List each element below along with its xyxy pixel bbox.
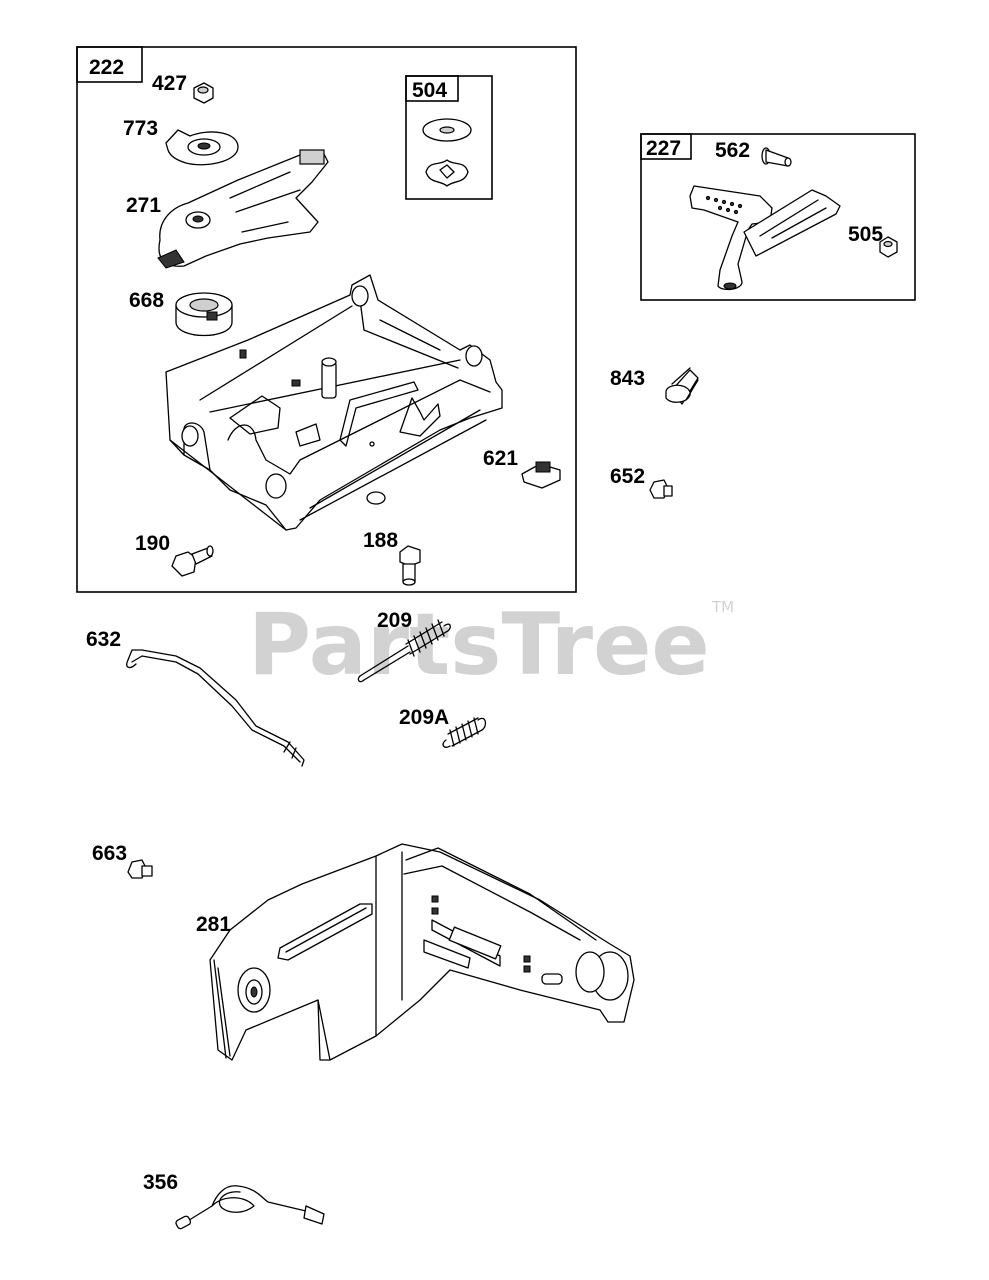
screw-icon[interactable] <box>649 479 673 499</box>
part-label-356[interactable]: 356 <box>143 1171 178 1194</box>
part-label-663[interactable]: 663 <box>92 842 127 865</box>
group-222-tag <box>76 46 143 83</box>
part-label-668[interactable]: 668 <box>129 289 164 312</box>
throttle-lever-icon[interactable] <box>689 185 841 291</box>
group-227-tag <box>640 133 692 160</box>
screw-icon[interactable] <box>127 859 153 879</box>
part-label-621[interactable]: 621 <box>483 447 518 470</box>
screw-icon[interactable] <box>171 545 214 577</box>
group-222-frame <box>76 46 577 593</box>
watermark-brand: PartsTree <box>248 595 710 695</box>
spring-icon[interactable] <box>357 619 451 683</box>
part-label-632[interactable]: 632 <box>86 628 121 651</box>
part-label-281[interactable]: 281 <box>196 913 231 936</box>
sleeve-icon[interactable] <box>665 367 699 405</box>
part-label-209A[interactable]: 209A <box>399 706 449 729</box>
washer-icon[interactable] <box>422 118 472 142</box>
group-227-label[interactable]: 227 <box>646 137 681 160</box>
part-label-209[interactable]: 209 <box>377 609 412 632</box>
group-227-frame <box>640 133 916 301</box>
governor-link-rod-icon[interactable] <box>126 649 305 767</box>
part-label-188[interactable]: 188 <box>363 529 398 552</box>
part-label-505[interactable]: 505 <box>848 223 883 246</box>
spring-icon[interactable] <box>442 717 487 748</box>
part-label-427[interactable]: 427 <box>152 72 187 95</box>
part-label-271[interactable]: 271 <box>126 194 161 217</box>
group-504-label[interactable]: 504 <box>412 79 447 102</box>
bolt-icon[interactable] <box>399 545 421 586</box>
governor-plate-icon[interactable] <box>165 129 239 166</box>
group-222-label[interactable]: 222 <box>89 56 124 79</box>
part-label-652[interactable]: 652 <box>610 465 645 488</box>
part-label-773[interactable]: 773 <box>123 117 158 140</box>
part-label-843[interactable]: 843 <box>610 367 645 390</box>
clip-icon[interactable] <box>521 461 561 489</box>
air-vane-bracket-icon[interactable] <box>209 843 635 1061</box>
part-label-190[interactable]: 190 <box>135 532 170 555</box>
control-bracket-icon[interactable] <box>165 274 503 531</box>
wave-washer-icon[interactable] <box>425 159 469 187</box>
ground-wire-icon[interactable] <box>175 1185 325 1230</box>
nut-icon[interactable] <box>193 82 214 104</box>
control-lever-plate-icon[interactable] <box>157 149 329 269</box>
pin-icon[interactable] <box>761 147 792 167</box>
part-label-562[interactable]: 562 <box>715 139 750 162</box>
seal-cup-icon[interactable] <box>175 292 233 337</box>
watermark-trademark: TM <box>711 598 734 616</box>
group-504-tag <box>405 75 459 102</box>
nut-icon[interactable] <box>879 236 898 258</box>
